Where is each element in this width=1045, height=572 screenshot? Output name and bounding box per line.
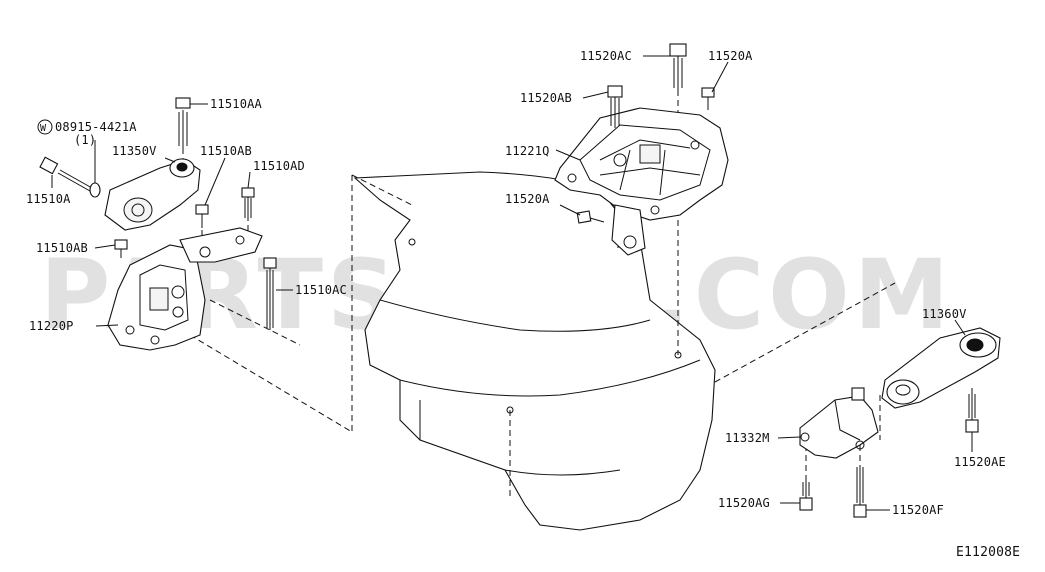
leader-lines <box>51 55 973 511</box>
label-11520AE[interactable]: 11520AE <box>954 455 1006 469</box>
bolt-11520AB <box>607 85 623 128</box>
bolt-11510AC <box>263 257 277 330</box>
bolt-11520AC <box>669 43 687 90</box>
label-11510AA[interactable]: 11510AA <box>210 97 263 111</box>
mount-11221Q-bracket <box>554 107 729 256</box>
bracket-11332M <box>799 387 879 459</box>
mount-11360V-insulator <box>881 327 1001 409</box>
bolt-11510A <box>39 156 101 198</box>
bolt-11520AF <box>853 465 867 518</box>
label-11221Q[interactable]: 11221Q <box>505 144 550 158</box>
part-labels: W 08915-4421A (1) 11510A 11510AA 11350V … <box>26 49 1020 560</box>
bolt-11520A-mid <box>576 210 605 224</box>
label-11520AB[interactable]: 11520AB <box>520 91 572 105</box>
washer-symbol-circle <box>37 119 53 135</box>
label-11332M[interactable]: 11332M <box>725 431 770 445</box>
washer-symbol: W <box>40 123 47 134</box>
label-11510AB-left[interactable]: 11510AB <box>36 241 88 255</box>
label-11510AB-top[interactable]: 11510AB <box>200 144 252 158</box>
bolt-11520A-top <box>701 87 715 110</box>
label-11220P[interactable]: 11220P <box>29 319 74 333</box>
bolt-11520AE <box>965 392 979 433</box>
label-11350V[interactable]: 11350V <box>112 144 157 158</box>
label-washer-qty: (1) <box>74 133 96 147</box>
diagram-code: E112008E <box>956 545 1020 560</box>
engine-block <box>353 171 716 531</box>
label-11360V[interactable]: 11360V <box>922 307 967 321</box>
label-washer-code[interactable]: 08915-4421A <box>55 120 137 134</box>
bolt-11510AA <box>175 97 191 148</box>
label-11520A-top[interactable]: 11520A <box>708 49 753 63</box>
bolt-11520AG <box>799 480 813 511</box>
bolt-11510AB-top <box>195 204 209 228</box>
label-11520AF[interactable]: 11520AF <box>892 503 944 517</box>
mount-11350V-insulator <box>104 158 201 231</box>
bolt-11510AD <box>241 187 255 220</box>
label-11510AD[interactable]: 11510AD <box>253 159 305 173</box>
bolt-11510AB-left <box>114 239 128 258</box>
label-11510A[interactable]: 11510A <box>26 192 71 206</box>
label-11520A-mid[interactable]: 11520A <box>505 192 550 206</box>
mount-11220P-bracket <box>107 227 263 351</box>
label-11520AG[interactable]: 11520AG <box>718 496 770 510</box>
label-11510AC[interactable]: 11510AC <box>295 283 347 297</box>
label-11520AC[interactable]: 11520AC <box>580 49 632 63</box>
